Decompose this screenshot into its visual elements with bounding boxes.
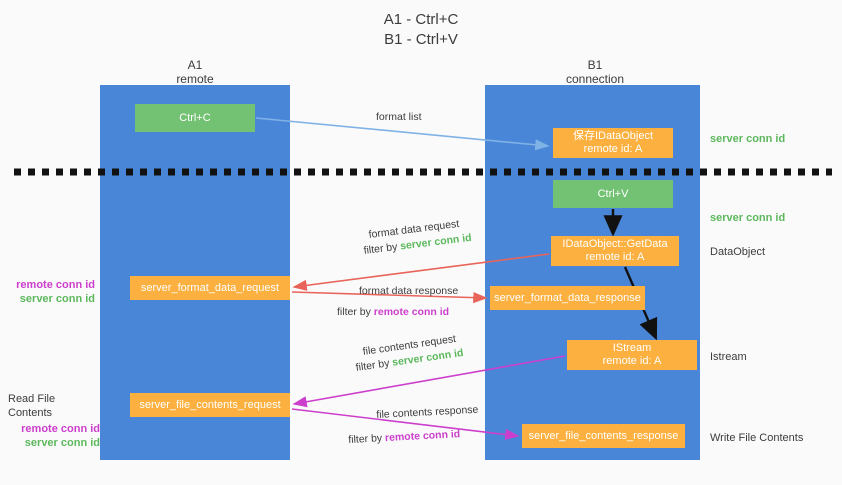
- box-ctrl-c-label: Ctrl+C: [179, 111, 211, 124]
- box-server-file-contents-response-label: server_file_contents_response: [528, 429, 679, 442]
- page-title: A1 - Ctrl+C B1 - Ctrl+V: [0, 10, 842, 50]
- caption-file-contents-response: file contents response: [376, 403, 479, 421]
- box-istream[interactable]: IStream remote id: A: [567, 340, 697, 370]
- left-label-conn-ids-format: remote conn id server conn id: [0, 278, 95, 306]
- caption-fdres-filter-value: remote conn id: [373, 306, 450, 318]
- box-server-format-data-request[interactable]: server_format_data_request: [130, 276, 290, 300]
- lane-b1-name: B1: [587, 58, 603, 72]
- box-ctrl-c[interactable]: Ctrl+C: [135, 104, 255, 132]
- right-label-istream: Istream: [710, 351, 747, 363]
- lane-header-a1: A1 remote: [115, 58, 275, 86]
- left-label-remote-conn-id-1: remote conn id: [16, 279, 95, 291]
- caption-fcres-filter-prefix: filter by: [348, 432, 386, 446]
- lane-header-b1: B1 connection: [515, 58, 675, 86]
- right-label-dataobject: DataObject: [710, 246, 766, 258]
- caption-fdr-filter-prefix: filter by: [363, 240, 401, 257]
- right-label-write-file-contents: Write File Contents: [710, 432, 804, 444]
- box-save-idataobject[interactable]: 保存IDataObject remote id: A: [553, 128, 673, 158]
- caption-file-contents-response-filter: filter by remote conn id: [348, 428, 461, 447]
- left-label-remote-conn-id-2: remote conn id: [21, 423, 100, 435]
- left-label-read-file-contents: Read File Contents: [8, 393, 56, 419]
- lane-a1-role: remote: [176, 72, 214, 86]
- box-save-idataobject-line1: 保存IDataObject: [572, 130, 654, 142]
- box-istream-line2: remote id: A: [602, 355, 662, 367]
- caption-format-data-response-filter: filter by remote conn id: [337, 306, 449, 319]
- box-server-format-data-request-label: server_format_data_request: [140, 281, 280, 294]
- lane-a1-name: A1: [187, 58, 203, 72]
- caption-format-data-response: format data response: [359, 285, 459, 297]
- caption-fcr-filter-prefix: filter by: [355, 356, 394, 374]
- box-server-file-contents-response[interactable]: server_file_contents_response: [522, 424, 685, 448]
- right-label-server-conn-id-top: server conn id: [710, 133, 786, 145]
- box-save-idataobject-line2: remote id: A: [583, 143, 643, 155]
- lane-b1-role: connection: [565, 72, 625, 86]
- box-idataobject-getdata[interactable]: IDataObject::GetData remote id: A: [551, 236, 679, 266]
- box-server-file-contents-request-label: server_file_contents_request: [139, 398, 281, 411]
- box-ctrl-v[interactable]: Ctrl+V: [553, 180, 673, 208]
- box-server-format-data-response-label: server_format_data_response: [494, 291, 641, 304]
- left-label-server-conn-id-1: server conn id: [19, 293, 95, 305]
- caption-fdres-filter-prefix: filter by: [337, 306, 374, 318]
- box-server-file-contents-request[interactable]: server_file_contents_request: [130, 393, 290, 417]
- caption-format-list: format list: [376, 111, 422, 123]
- box-ctrl-v-label: Ctrl+V: [597, 187, 629, 200]
- caption-fcres-filter-value: remote conn id: [384, 428, 461, 445]
- left-label-server-conn-id-2: server conn id: [24, 437, 100, 449]
- left-label-read-file-block: Read File Contents remote conn id server…: [0, 392, 100, 450]
- title-line-1: A1 - Ctrl+C: [383, 11, 459, 28]
- title-line-2: B1 - Ctrl+V: [384, 31, 458, 48]
- right-label-server-conn-id-mid: server conn id: [710, 212, 786, 224]
- box-server-format-data-response[interactable]: server_format_data_response: [490, 286, 645, 310]
- box-istream-line1: IStream: [612, 342, 652, 354]
- box-getdata-line1: IDataObject::GetData: [562, 238, 668, 250]
- box-getdata-line2: remote id: A: [585, 251, 645, 263]
